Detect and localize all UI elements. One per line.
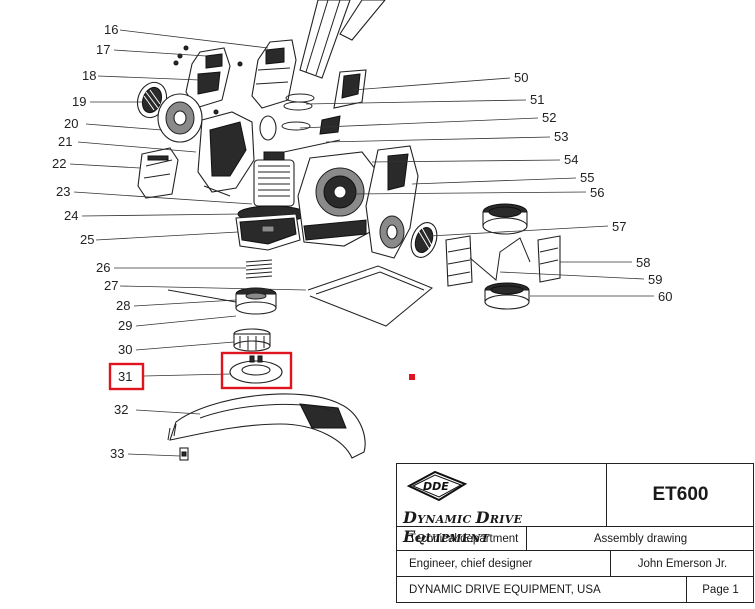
model-number: ET600 bbox=[652, 484, 709, 505]
callout-18: 18 bbox=[82, 68, 96, 83]
callout-58: 58 bbox=[636, 255, 650, 270]
callout-33: 33 bbox=[110, 446, 124, 461]
part-58-wheel-halves bbox=[445, 235, 561, 287]
callout-23: 23 bbox=[56, 184, 70, 199]
part-27-wire-guard bbox=[307, 265, 433, 327]
part-57-wheel bbox=[482, 203, 528, 235]
part-31-cap bbox=[229, 355, 283, 384]
callout-32: 32 bbox=[114, 402, 128, 417]
part-55-cover bbox=[365, 145, 419, 259]
shaft-tube bbox=[299, 0, 386, 79]
callout-24: 24 bbox=[64, 208, 78, 223]
designer-name: John Emerson Jr. bbox=[637, 557, 728, 570]
page-number: Page 1 bbox=[702, 584, 739, 596]
callout-52: 52 bbox=[542, 110, 556, 125]
part-59-bracket bbox=[469, 237, 531, 281]
part-17-18-housing bbox=[173, 45, 243, 115]
callout-28: 28 bbox=[116, 298, 130, 313]
part-30-ring bbox=[233, 328, 271, 352]
part-20-cover bbox=[157, 93, 203, 143]
callout-29: 29 bbox=[118, 318, 132, 333]
callout-56: 56 bbox=[590, 185, 604, 200]
callout-57: 57 bbox=[612, 219, 626, 234]
callout-31: 31 bbox=[118, 369, 132, 384]
callout-59: 59 bbox=[648, 272, 662, 287]
callout-25: 25 bbox=[80, 232, 94, 247]
callout-17: 17 bbox=[96, 42, 110, 57]
callout-60: 60 bbox=[658, 289, 672, 304]
callout-27: 27 bbox=[104, 278, 118, 293]
row-department: Technical department Assembly drawing bbox=[397, 526, 753, 550]
part-28-line bbox=[167, 289, 237, 303]
callout-31-highlight bbox=[108, 362, 145, 391]
department-label: Technical department bbox=[397, 527, 527, 550]
part-50-handle-grip bbox=[333, 69, 367, 109]
callout-19: 19 bbox=[72, 94, 86, 109]
logo-cell: DDE DYNAMIC DRIVE EQUIPMENT bbox=[397, 464, 607, 546]
row-designer: Engineer, chief designer John Emerson Jr… bbox=[397, 550, 753, 576]
callout-16: 16 bbox=[104, 22, 118, 37]
part-60-wheel bbox=[484, 282, 530, 310]
callout-55: 55 bbox=[580, 170, 594, 185]
designer-label: Engineer, chief designer bbox=[397, 551, 611, 576]
part-16-housing bbox=[251, 39, 297, 109]
part-23-motor bbox=[253, 151, 295, 207]
callout-26: 26 bbox=[96, 260, 110, 275]
part-51-52-springs bbox=[259, 93, 341, 141]
part-57-spool-disc bbox=[410, 222, 438, 258]
red-marker bbox=[409, 374, 415, 380]
callout-labels: 16 17 18 19 20 21 22 23 24 25 26 27 28 2… bbox=[52, 22, 672, 461]
dde-logo: DDE bbox=[406, 470, 468, 502]
callout-51: 51 bbox=[530, 92, 544, 107]
callout-50: 50 bbox=[514, 70, 528, 85]
brand-name: DYNAMIC DRIVE EQUIPMENT bbox=[403, 508, 523, 546]
callout-30: 30 bbox=[118, 342, 132, 357]
logo-text: DDE bbox=[423, 480, 449, 493]
part-33-blade bbox=[179, 447, 189, 461]
part-31-highlight bbox=[220, 351, 293, 390]
callout-20: 20 bbox=[64, 116, 78, 131]
drawing-type: Assembly drawing bbox=[593, 532, 688, 545]
callout-21: 21 bbox=[58, 134, 72, 149]
callout-22: 22 bbox=[52, 156, 66, 171]
company-name: DYNAMIC DRIVE EQUIPMENT, USA bbox=[397, 577, 687, 603]
callout-53: 53 bbox=[554, 129, 568, 144]
leader-lines bbox=[69, 29, 654, 457]
title-block: DDE DYNAMIC DRIVE EQUIPMENT ET600 Techni… bbox=[396, 463, 754, 603]
part-25-housing bbox=[235, 213, 301, 251]
callout-54: 54 bbox=[564, 152, 578, 167]
row-company: DYNAMIC DRIVE EQUIPMENT, USA Page 1 bbox=[397, 576, 753, 603]
part-21-shell bbox=[197, 111, 255, 197]
part-26-spring bbox=[245, 259, 273, 279]
part-32-guard bbox=[167, 393, 366, 459]
part-54-56-housing bbox=[297, 151, 377, 247]
part-22-switch bbox=[137, 147, 179, 199]
part-29-spool bbox=[235, 287, 277, 315]
